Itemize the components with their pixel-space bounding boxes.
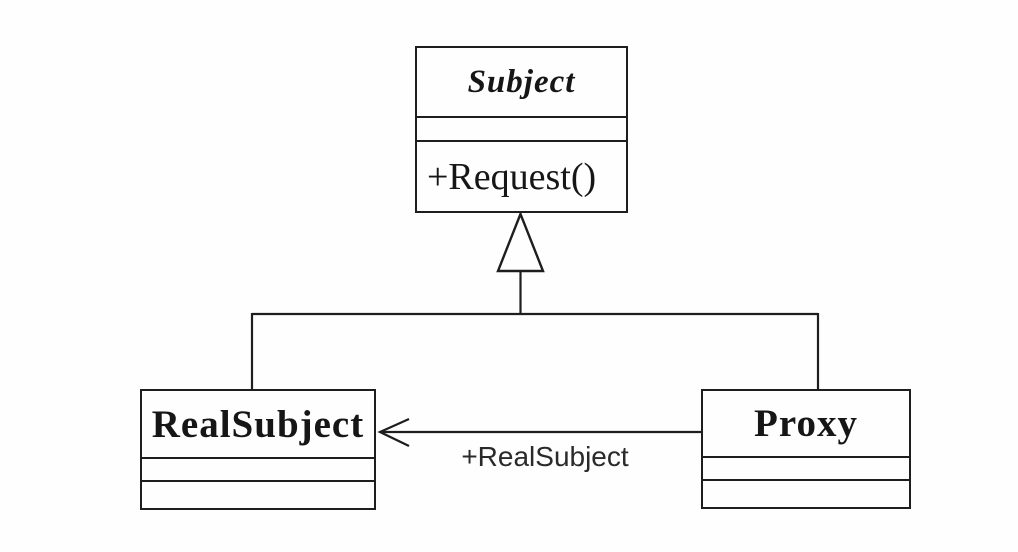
class-methods-proxy	[703, 481, 909, 507]
class-box-realsubject: RealSubject	[140, 389, 376, 510]
class-attributes-proxy	[703, 458, 909, 481]
generalization-arrowhead-icon	[496, 210, 545, 273]
class-box-proxy: Proxy	[701, 389, 911, 509]
class-attributes-subject	[417, 118, 626, 142]
class-name-realsubject: RealSubject	[142, 391, 374, 459]
association-open-arrowhead-icon	[377, 417, 410, 447]
association-label: +RealSubject	[461, 441, 629, 472]
class-attributes-realsubject	[142, 459, 374, 482]
class-box-subject: Subject +Request()	[415, 46, 628, 213]
class-methods-subject: +Request()	[427, 155, 597, 198]
class-name-proxy: Proxy	[703, 391, 909, 458]
class-methods-realsubject	[142, 482, 374, 508]
class-name-subject: Subject	[417, 48, 626, 118]
